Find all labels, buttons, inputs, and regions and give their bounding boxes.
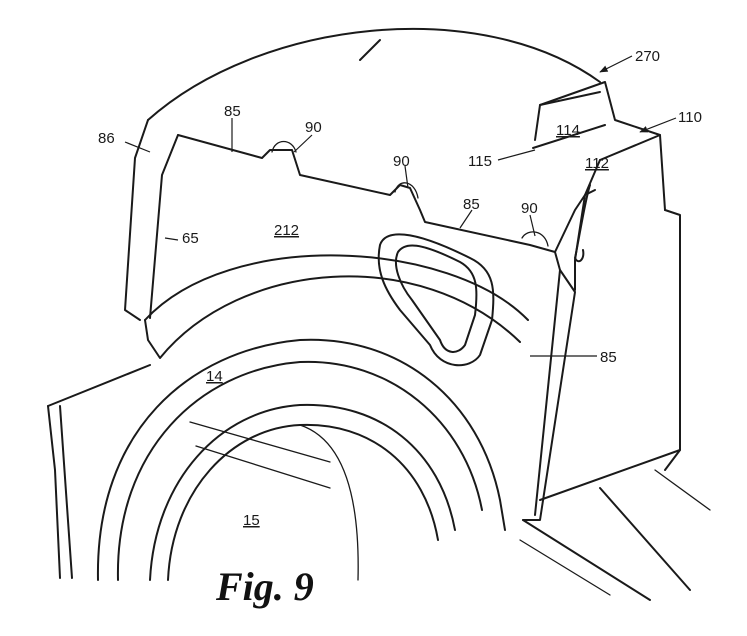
label-90-right: 90 — [521, 200, 538, 217]
label-115: 115 — [468, 153, 492, 170]
label-112: 112 — [585, 155, 609, 172]
ring-part-14 — [96, 338, 506, 581]
base-shaft — [519, 469, 711, 601]
base-housing — [47, 364, 331, 579]
cap-housing — [147, 27, 666, 211]
slot-opening — [377, 233, 495, 367]
label-212: 212 — [274, 222, 299, 239]
leader-lines — [124, 55, 677, 357]
label-90-middle: 90 — [393, 153, 410, 170]
label-270: 270 — [635, 48, 660, 65]
label-110: 110 — [678, 109, 702, 126]
label-85-middle: 85 — [463, 196, 480, 213]
figure-caption: Fig. 9 — [215, 564, 314, 609]
body-front-212 — [124, 119, 681, 521]
tabs-90 — [271, 140, 549, 247]
label-85-top: 85 — [224, 103, 241, 120]
label-65: 65 — [182, 230, 199, 247]
label-86: 86 — [98, 130, 115, 147]
label-15: 15 — [243, 512, 260, 529]
label-85-right: 85 — [600, 349, 617, 366]
label-90-left: 90 — [305, 119, 322, 136]
label-114: 114 — [556, 122, 580, 139]
label-14: 14 — [206, 368, 223, 385]
